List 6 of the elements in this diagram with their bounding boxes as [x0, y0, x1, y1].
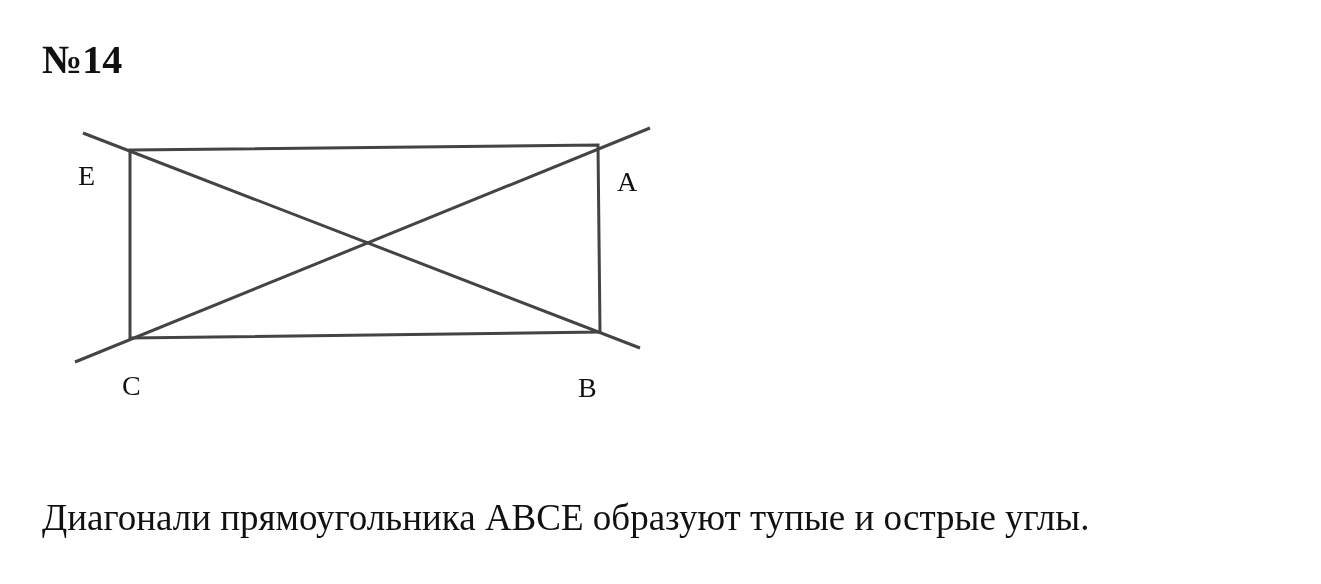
problem-number: №14: [42, 36, 123, 83]
vertex-label: C: [122, 372, 141, 400]
vertex-label: A: [617, 168, 638, 196]
vertex-label: E: [78, 162, 96, 190]
caption: Диагонали прямоугольника ABCE образуют тупые и острые углы.: [42, 496, 1090, 539]
vertex-label: B: [578, 374, 597, 402]
